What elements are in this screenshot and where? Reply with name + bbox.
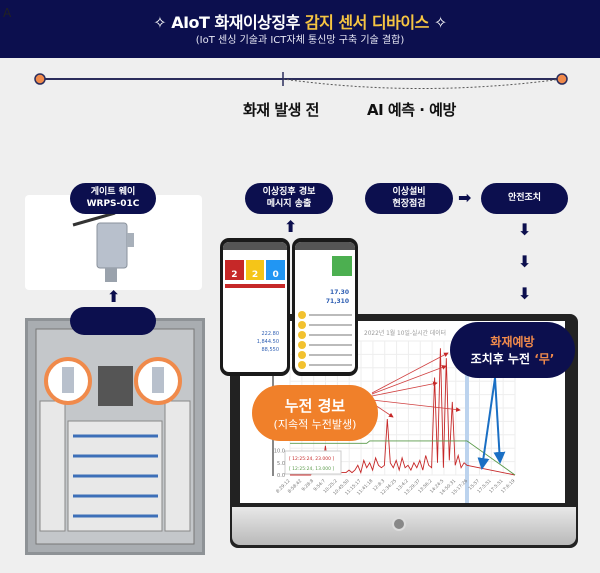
corner-label: A xyxy=(3,6,12,20)
alert-message-pill: 이상징후 경보 메시지 송출 xyxy=(245,183,333,214)
gateway-pill: 게이트 웨이 WRPS-01C xyxy=(70,183,156,214)
phone-dashboard: 2 2 0 222.80 1,844.50 88,550 xyxy=(220,238,290,376)
timeline-label-after: AI 예측 · 예방 xyxy=(367,101,456,119)
prevention-title: 화재예방 xyxy=(490,335,535,349)
sparkle-icon: ✧ xyxy=(153,13,167,32)
timeline xyxy=(34,72,568,89)
coin-icon xyxy=(298,311,306,319)
arrow-down-icon: ⬇ xyxy=(518,220,532,239)
coin-icon xyxy=(298,361,306,369)
coin-icon xyxy=(298,341,306,349)
list-item xyxy=(298,351,352,359)
timeline-end-dot xyxy=(556,73,568,85)
gateway-device-image xyxy=(72,204,138,282)
list-item xyxy=(298,311,352,319)
list-item xyxy=(298,341,352,349)
leak-alarm-bubble: 누전 경보 (지속적 누전발생) xyxy=(252,385,378,441)
phone-value: 222.80 xyxy=(261,331,280,337)
prevention-quote: ‘무’ xyxy=(534,352,555,366)
tooltip-line: [ 12:25:24, 23.000 ] xyxy=(289,456,334,462)
y-tick-label: 0.0 xyxy=(277,473,285,479)
arrow-down-icon: ⬇ xyxy=(518,252,532,271)
title-highlight: 감지 센서 디바이스 xyxy=(304,13,429,32)
monitor-chin xyxy=(232,507,576,545)
phone-value: 17.30 xyxy=(330,289,349,296)
inspection-pill: 이상설비 현장점검 xyxy=(365,183,453,214)
phone-value: 71,310 xyxy=(325,298,349,305)
y-tick-label: 10.0 xyxy=(274,449,285,455)
tooltip: [ 12:25:24, 23.000 ] [ 12:25:24, 13.000 … xyxy=(284,450,342,475)
count-normal: 0 xyxy=(266,260,286,280)
arrow-right-icon: ➡ xyxy=(458,188,472,207)
subtitle: (IoT 센싱 기술과 ICT자체 통신망 구축 기술 결합) xyxy=(195,35,405,46)
phone-appbar xyxy=(223,242,287,250)
reference-series-line xyxy=(290,440,516,476)
phone-value: 1,844.50 xyxy=(256,339,279,345)
timeline-start-dot xyxy=(34,73,46,85)
gateway-label-pill xyxy=(70,307,156,335)
header-banner: ✧ AIoT 화재이상징후 감지 센서 디바이스 ✧ (IoT 센싱 기술과 I… xyxy=(0,0,600,58)
phone-value: 88,550 xyxy=(261,347,280,353)
x-tick-label: 9:28:8 xyxy=(301,478,316,493)
coin-icon xyxy=(298,331,306,339)
list-item xyxy=(298,331,352,339)
phone-appbar xyxy=(295,242,355,250)
phone-history: 17.30 71,310 xyxy=(292,238,358,376)
coin-icon xyxy=(298,351,306,359)
title: ✧ AIoT 화재이상징후 감지 센서 디바이스 ✧ xyxy=(0,9,600,33)
chart-title: 2022년 1월 10일-실시간 데이터 xyxy=(364,329,446,337)
timeline-label-before: 화재 발생 전 xyxy=(243,101,319,119)
count-danger: 2 xyxy=(225,260,244,280)
highlight-band xyxy=(465,335,469,505)
safety-pill: 안전조치 xyxy=(481,183,568,214)
leak-alarm-subtitle: (지속적 누전발생) xyxy=(273,417,357,431)
title-prefix: AIoT 화재이상징후 xyxy=(171,13,305,32)
coin-icon xyxy=(298,321,306,329)
arrow-up-icon: ⬆ xyxy=(284,217,298,236)
arrow-down-icon: ⬇ xyxy=(518,284,532,303)
electrical-panel-image xyxy=(25,318,205,555)
timeline-dashed-arc xyxy=(282,78,563,89)
prevention-bubble: 화재예방 조치후 누전 ‘무’ xyxy=(450,322,575,378)
arrow-up-icon: ⬆ xyxy=(107,287,121,306)
tooltip-line: [ 12:25:24, 13.000 ] xyxy=(289,466,334,472)
sparkle-icon: ✧ xyxy=(433,13,447,32)
power-button-icon xyxy=(392,517,406,531)
leak-alarm-title: 누전 경보 xyxy=(284,396,346,415)
prevention-subtitle: 조치후 누전 xyxy=(470,352,535,366)
count-warning: 2 xyxy=(245,260,265,280)
y-tick-label: 5.0 xyxy=(277,461,285,467)
list-item xyxy=(298,361,352,369)
list-item xyxy=(298,321,352,329)
